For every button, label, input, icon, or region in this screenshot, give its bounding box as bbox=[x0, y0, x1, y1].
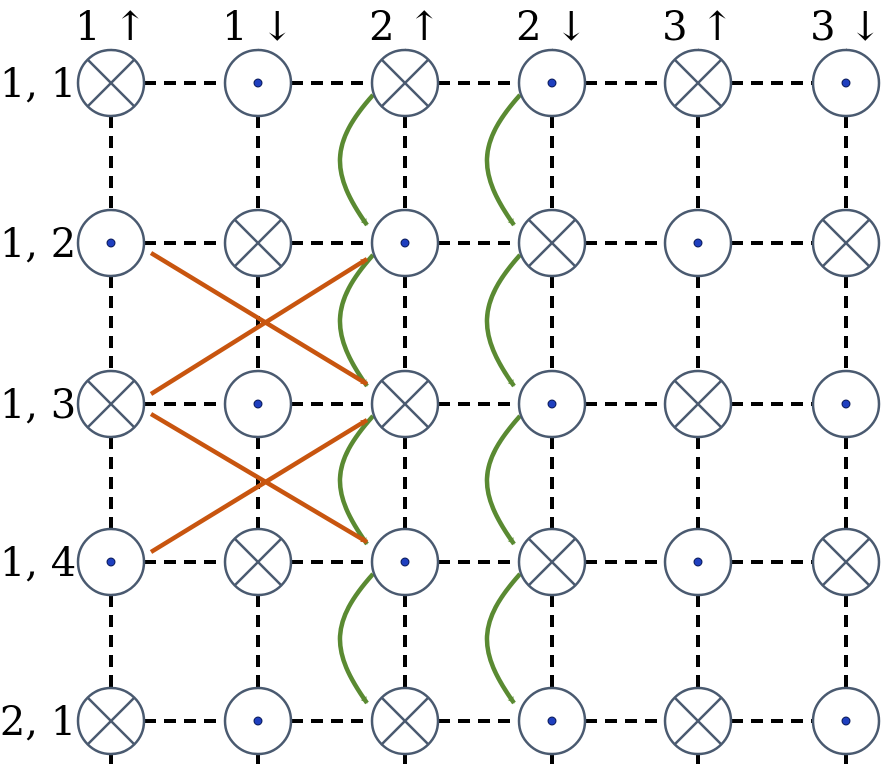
dot-node-icon bbox=[663, 208, 733, 278]
cross-node-icon bbox=[76, 48, 146, 118]
row-label: 1, 4 bbox=[0, 540, 76, 586]
cross-node-icon bbox=[663, 48, 733, 118]
column-label: 1 ↓ bbox=[222, 4, 294, 50]
column-labels: 1 ↑ 1 ↓ 2 ↑ 2 ↓ 3 ↑ 3 ↓ bbox=[75, 4, 882, 50]
row-label: 1, 2 bbox=[0, 221, 76, 267]
green-transfer-arrow bbox=[484, 253, 522, 388]
dot-node-icon bbox=[370, 208, 440, 278]
dot-node-icon bbox=[223, 369, 293, 439]
cross-node-icon bbox=[370, 48, 440, 118]
cross-node-icon bbox=[76, 686, 146, 756]
green-transfer-arrow bbox=[484, 93, 522, 227]
dot-node-icon bbox=[811, 48, 881, 118]
lattice-nodes bbox=[76, 48, 881, 756]
column-label: 2 ↑ bbox=[369, 4, 441, 50]
cross-node-icon bbox=[811, 527, 881, 597]
row-label: 2, 1 bbox=[0, 699, 76, 745]
column-label: 3 ↓ bbox=[810, 4, 882, 50]
dot-node-icon bbox=[811, 369, 881, 439]
dot-node-icon bbox=[517, 686, 587, 756]
cross-node-icon bbox=[223, 527, 293, 597]
cross-node-icon bbox=[811, 208, 881, 278]
orange-hopping-arrow bbox=[149, 412, 369, 544]
dot-node-icon bbox=[517, 48, 587, 118]
dot-node-icon bbox=[76, 527, 146, 597]
row-label: 1, 3 bbox=[0, 382, 76, 428]
column-label: 3 ↑ bbox=[662, 4, 734, 50]
cross-node-icon bbox=[76, 369, 146, 439]
dot-node-icon bbox=[370, 527, 440, 597]
cross-node-icon bbox=[517, 208, 587, 278]
dot-node-icon bbox=[223, 48, 293, 118]
cross-node-icon bbox=[370, 369, 440, 439]
dot-node-icon bbox=[663, 527, 733, 597]
green-transfer-arrow bbox=[337, 572, 375, 705]
dot-node-icon bbox=[76, 208, 146, 278]
green-transfer-arrow bbox=[337, 414, 375, 546]
cross-node-icon bbox=[517, 527, 587, 597]
dot-node-icon bbox=[517, 369, 587, 439]
green-arrows bbox=[337, 93, 522, 705]
cross-node-icon bbox=[223, 208, 293, 278]
lattice-lines bbox=[109, 81, 848, 764]
dot-node-icon bbox=[223, 686, 293, 756]
cross-node-icon bbox=[663, 686, 733, 756]
column-label: 2 ↓ bbox=[516, 4, 588, 50]
column-label: 1 ↑ bbox=[75, 4, 147, 50]
row-label: 1, 1 bbox=[0, 61, 76, 107]
orange-hopping-arrow bbox=[149, 418, 369, 554]
cross-node-icon bbox=[370, 686, 440, 756]
green-transfer-arrow bbox=[484, 572, 522, 705]
cross-node-icon bbox=[663, 369, 733, 439]
row-labels: 1, 1 1, 2 1, 3 1, 4 2, 1 bbox=[0, 61, 76, 745]
orange-hopping-arrow bbox=[149, 251, 369, 386]
orange-hopping-arrow bbox=[149, 257, 369, 396]
orange-arrows bbox=[149, 251, 369, 554]
dot-node-icon bbox=[811, 686, 881, 756]
green-transfer-arrow bbox=[337, 253, 375, 388]
green-transfer-arrow bbox=[337, 93, 375, 227]
green-transfer-arrow bbox=[484, 414, 522, 546]
